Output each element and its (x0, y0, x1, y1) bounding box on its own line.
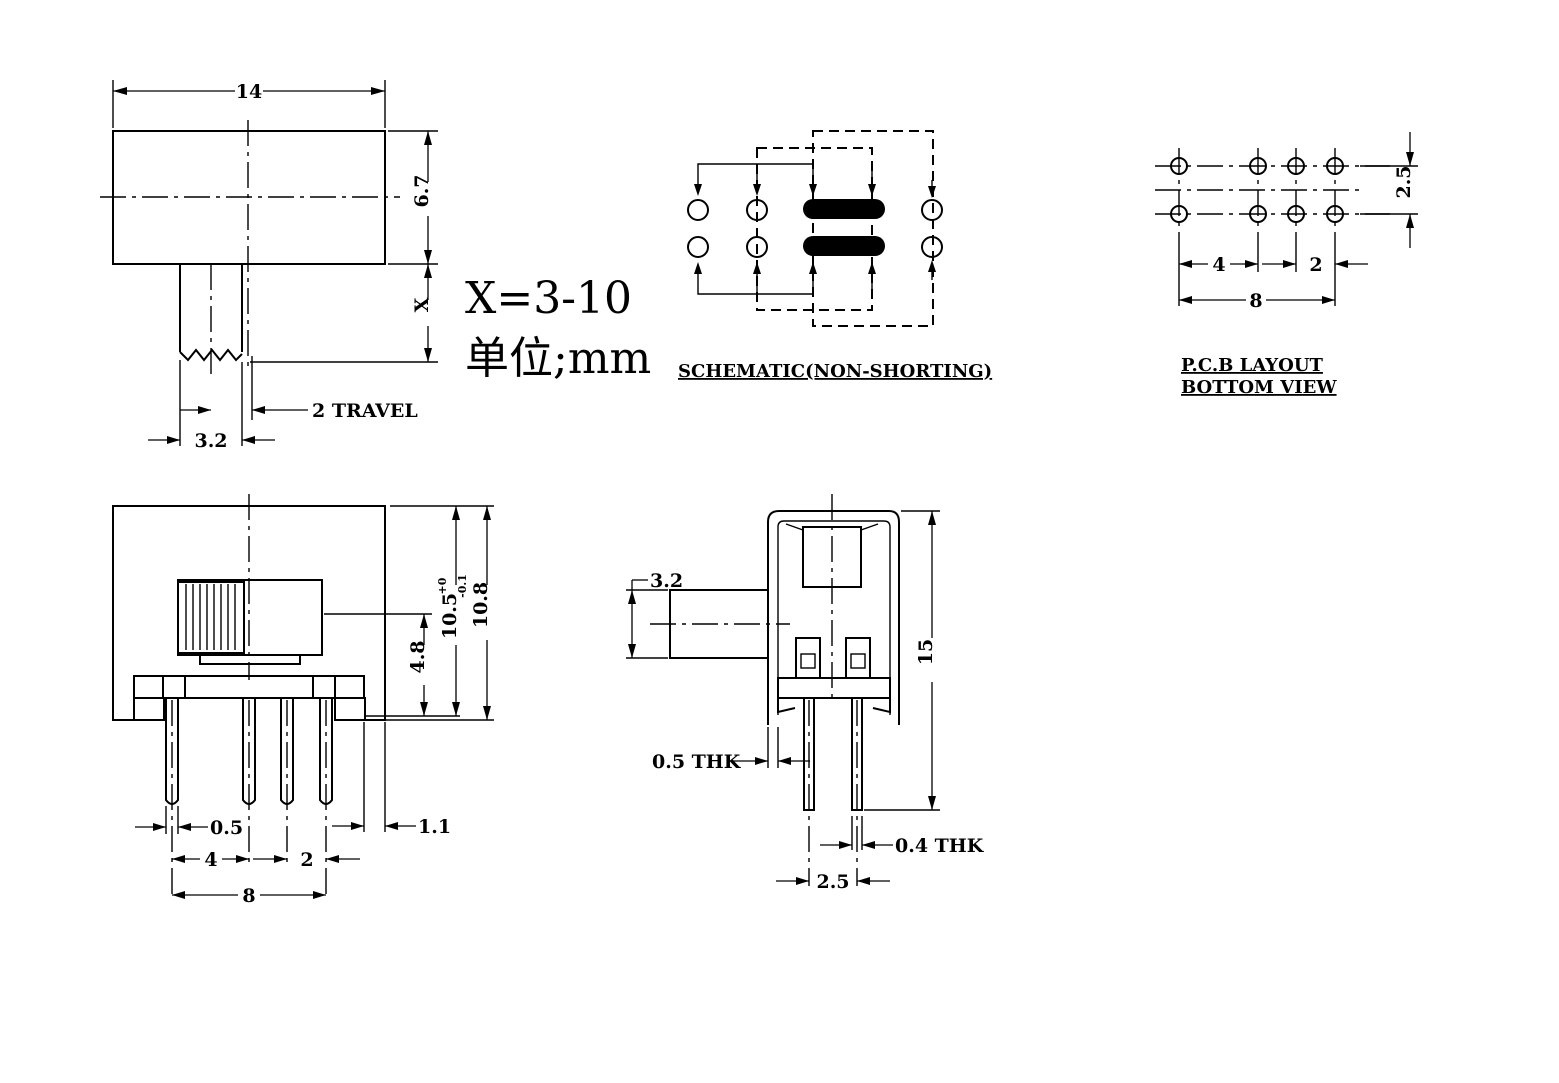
pcb-hole (1287, 157, 1305, 175)
contact-circle (687, 199, 709, 221)
contact-circle (921, 236, 943, 258)
dim-x: X (411, 297, 433, 312)
dim-2-5-side: 2.5 (816, 871, 849, 893)
dim-2-pcb: 2 (1309, 254, 1322, 276)
dim-4-8: 4.8 (407, 640, 429, 673)
contact-circle (746, 236, 768, 258)
pcb-hole (1287, 205, 1305, 223)
dim-4-front: 4 (204, 849, 217, 871)
dim-1-1: 1.1 (418, 816, 451, 838)
schematic-caption: SCHEMATIC(NON-SHORTING) (678, 361, 992, 382)
pcb-layout: 2.5 4 2 8 P.C.B LAYOUT BOTTOM VIEW (1155, 132, 1418, 398)
dim-14: 14 (236, 81, 262, 103)
pcb-hole (1326, 205, 1344, 223)
front-view: 10.5 +0 -0.1 10.8 4.8 1.1 0.5 4 (112, 494, 494, 907)
pcb-hole (1249, 157, 1267, 175)
dim-6-7: 6.7 (411, 174, 433, 207)
dim-2-5-pcb: 2.5 (1393, 165, 1415, 198)
dim-tol-upper: +0 (436, 577, 449, 594)
slider-bar (803, 199, 885, 219)
slider-bar (803, 236, 885, 256)
pcb-hole (1249, 205, 1267, 223)
side-view: 3.2 15 0.5 THK 0.4 THK 2.5 (626, 494, 985, 893)
pcb-hole (1170, 205, 1188, 223)
dim-8-pcb: 8 (1249, 290, 1262, 312)
contact-circle (746, 199, 768, 221)
pcb-caption-line2: BOTTOM VIEW (1181, 377, 1337, 398)
dim-0-5-thk: 0.5 THK (652, 751, 742, 773)
dim-10-5: 10.5 (439, 593, 461, 639)
dim-4-pcb: 4 (1212, 254, 1225, 276)
notes: X=3-10 单位;mm (465, 273, 651, 384)
dim-2-front: 2 (300, 849, 313, 871)
dim-3-2-side: 3.2 (650, 570, 683, 592)
dim-10-8: 10.8 (470, 582, 492, 628)
dim-3-2-top: 3.2 (194, 430, 227, 452)
dim-travel: 2 TRAVEL (312, 400, 418, 422)
x-range-note: X=3-10 (465, 273, 632, 324)
dim-0-4-thk: 0.4 THK (895, 835, 985, 857)
pcb-caption-line1: P.C.B LAYOUT (1181, 355, 1324, 376)
dim-0-5-front: 0.5 (210, 817, 243, 839)
dim-15: 15 (915, 639, 937, 665)
contact-circle (687, 236, 709, 258)
dim-8-front: 8 (242, 885, 255, 907)
schematic: SCHEMATIC(NON-SHORTING) (678, 130, 992, 382)
top-view: 14 6.7 X 2 TRAVEL 3.2 (100, 80, 438, 452)
pcb-hole (1326, 157, 1344, 175)
unit-note: 单位;mm (465, 333, 651, 384)
dim-tol-lower: -0.1 (456, 574, 469, 598)
pcb-hole (1170, 157, 1188, 175)
contact-circle (921, 199, 943, 221)
